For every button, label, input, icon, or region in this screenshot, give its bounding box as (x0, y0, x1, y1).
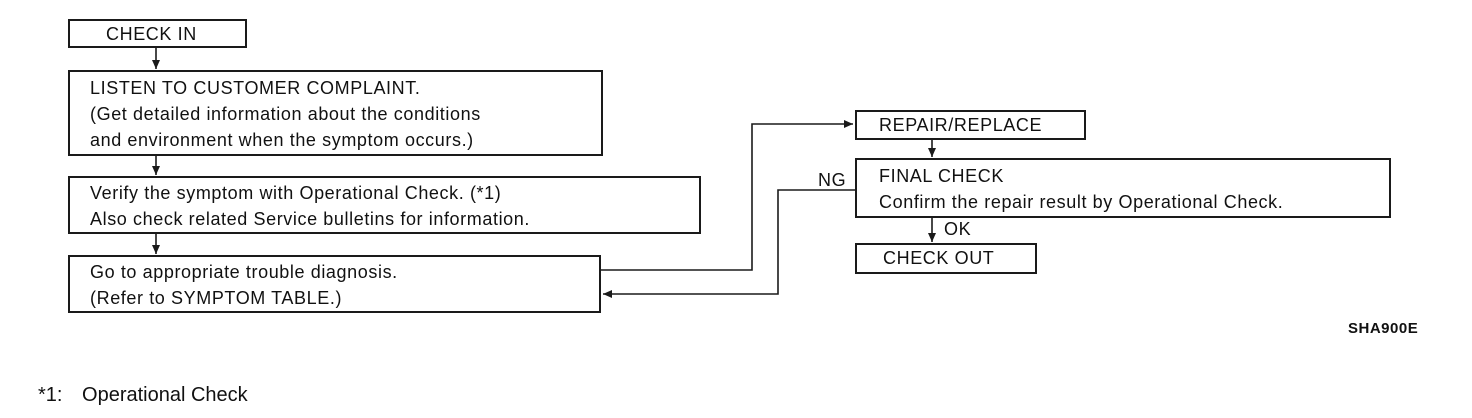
listen-title: LISTEN TO CUSTOMER COMPLAINT. (90, 78, 421, 98)
check-out-box: CHECK OUT (855, 243, 1037, 274)
repair-replace-label: REPAIR/REPLACE (879, 115, 1043, 135)
ok-label: OK (944, 219, 972, 239)
diagnosis-line-2: (Refer to SYMPTOM TABLE.) (90, 288, 343, 308)
arrow-final-ng-to-diagnosis (603, 189, 855, 298)
verify-line-1: Verify the symptom with Operational Chec… (90, 183, 502, 203)
verify-line-2: Also check related Service bulletins for… (90, 209, 530, 229)
check-out-label: CHECK OUT (883, 248, 995, 268)
diagnosis-box: Go to appropriate trouble diagnosis. (Re… (68, 255, 601, 313)
repair-replace-box: REPAIR/REPLACE (855, 110, 1086, 140)
footnote-text: Operational Check (82, 384, 248, 406)
final-check-title: FINAL CHECK (879, 166, 1004, 186)
arrow-diagnosis-to-repair (601, 120, 853, 271)
footnote-marker: *1: (38, 384, 63, 406)
listen-line-3: and environment when the symptom occurs.… (90, 130, 474, 150)
diagnosis-line-1: Go to appropriate trouble diagnosis. (90, 262, 398, 282)
verify-symptom-box: Verify the symptom with Operational Chec… (68, 176, 701, 234)
check-in-box: CHECK IN (68, 19, 247, 48)
check-in-label: CHECK IN (106, 24, 197, 44)
listen-complaint-box: LISTEN TO CUSTOMER COMPLAINT. (Get detai… (68, 70, 603, 156)
final-check-box: FINAL CHECK Confirm the repair result by… (855, 158, 1391, 218)
figure-code: SHA900E (1348, 320, 1419, 337)
listen-line-2: (Get detailed information about the cond… (90, 104, 481, 124)
final-check-line-2: Confirm the repair result by Operational… (879, 192, 1284, 212)
footnote: *1: Operational Check (38, 384, 248, 407)
ng-label: NG (818, 170, 847, 190)
